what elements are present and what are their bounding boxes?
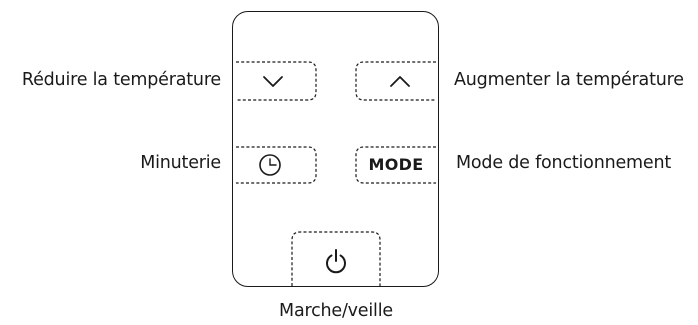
label-power-standby: Marche/veille	[279, 301, 393, 321]
timer-button-outline	[236, 146, 317, 184]
label-timer: Minuterie	[140, 153, 221, 173]
power-standby-button[interactable]	[292, 232, 380, 286]
decrease-button-outline	[236, 61, 317, 101]
timer-button[interactable]	[236, 147, 316, 183]
chevron-down-icon	[263, 76, 283, 87]
chevron-up-icon	[390, 76, 410, 87]
mode-button[interactable]: MODE	[356, 147, 436, 183]
decrease-temperature-button[interactable]	[236, 62, 316, 100]
increase-button-outline	[355, 61, 436, 101]
mode-button-outline	[355, 146, 436, 184]
remote-control-body	[232, 11, 439, 287]
increase-temperature-button[interactable]	[356, 62, 436, 100]
label-increase-temperature: Augmenter la température	[454, 70, 684, 90]
label-decrease-temperature: Réduire la température	[21, 70, 221, 90]
mode-button-label: MODE	[368, 155, 424, 174]
power-button-outline	[291, 231, 381, 286]
power-icon	[326, 249, 346, 274]
label-operating-mode: Mode de fonctionnement	[456, 153, 672, 173]
clock-icon	[259, 154, 281, 176]
